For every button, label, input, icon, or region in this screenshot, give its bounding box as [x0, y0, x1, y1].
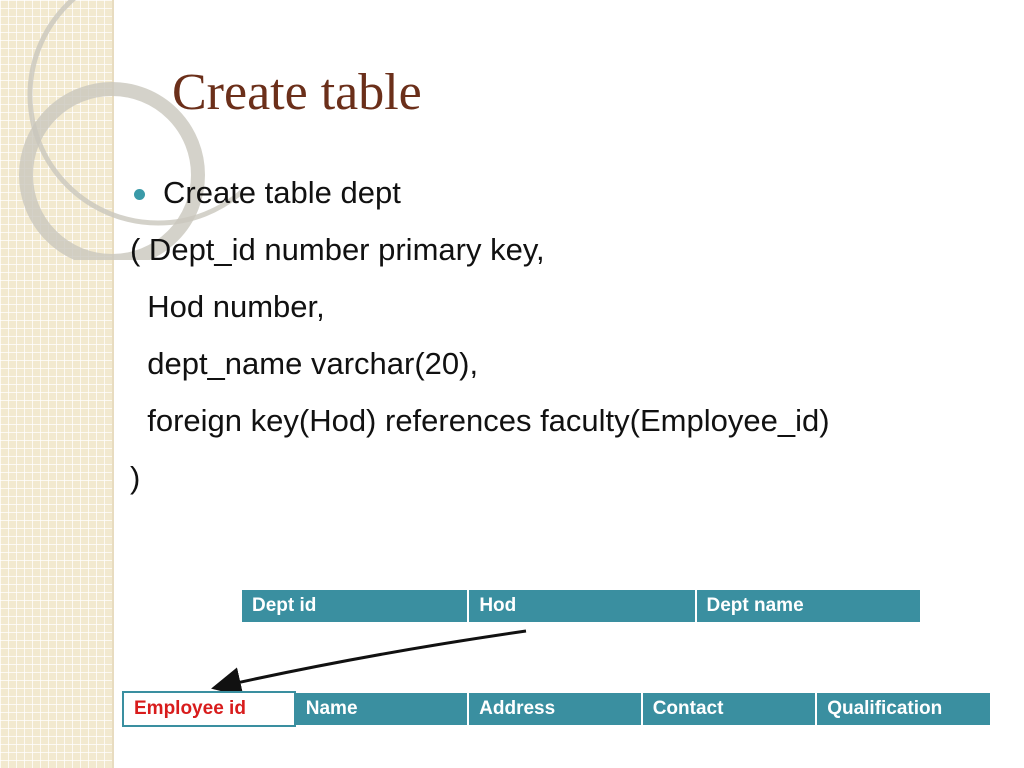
- bullet-dot-icon: [134, 189, 145, 200]
- code-line: dept_name varchar(20),: [130, 346, 479, 381]
- code-line: ( Dept_id number primary key,: [130, 232, 545, 267]
- decorative-circles: [19, 0, 240, 260]
- hod-column: Hod: [467, 588, 697, 624]
- dept-table: Dept id Hod Dept name: [239, 588, 922, 624]
- employee-id-column: Employee id: [122, 691, 296, 727]
- name-column: Name: [293, 691, 470, 727]
- table-row: Employee id Name Address Contact Qualifi…: [122, 691, 992, 727]
- slide-title: Create table: [172, 64, 422, 121]
- table-row: Dept id Hod Dept name: [239, 588, 922, 624]
- address-column: Address: [467, 691, 643, 727]
- decorative-side-strip: [0, 0, 112, 768]
- side-divider: [112, 0, 114, 768]
- code-line: Hod number,: [130, 289, 325, 324]
- arrow-line: [211, 629, 527, 697]
- dept-name-column: Dept name: [694, 588, 922, 624]
- code-line: ): [130, 460, 141, 495]
- dept-id-column: Dept id: [239, 588, 470, 624]
- qualification-column: Qualification: [815, 691, 992, 727]
- code-line: foreign key(Hod) references faculty(Empl…: [130, 403, 830, 438]
- faculty-table: Employee id Name Address Contact Qualifi…: [122, 691, 992, 727]
- contact-column: Contact: [640, 691, 818, 727]
- bullet-text: Create table dept: [163, 175, 401, 210]
